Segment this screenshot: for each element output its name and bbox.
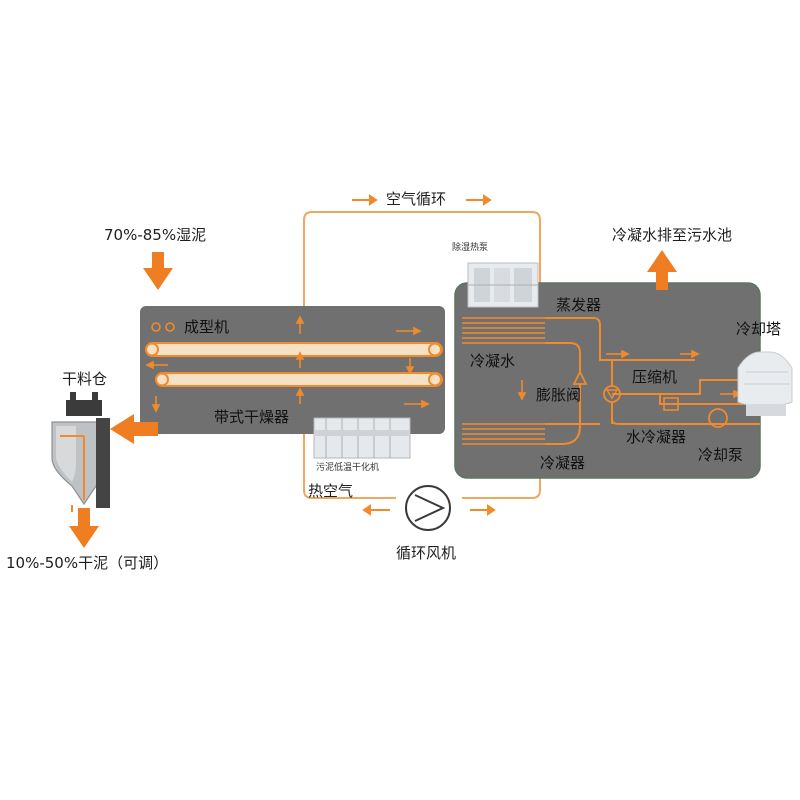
evaporator-coil	[462, 317, 545, 344]
compressor-icon	[603, 385, 621, 403]
cooling-pump-label: 冷却泵	[698, 446, 744, 464]
return-arrow	[470, 504, 496, 516]
water-condenser-icon	[663, 397, 679, 411]
dry-sludge-label: 10%-50%干泥（可调）	[6, 554, 169, 572]
condensate-drain-label: 冷凝水排至污水池	[612, 226, 733, 244]
air-cycle-top-arrows	[352, 194, 492, 206]
evaporator-label: 蒸发器	[556, 296, 602, 314]
cooling-tower-label: 冷却塔	[736, 320, 782, 338]
air-cycle-label: 空气循环	[386, 190, 447, 208]
wet-sludge-label: 70%-85%湿泥	[104, 226, 207, 244]
hot-air-arrow	[362, 504, 390, 516]
forming-machine-label: 成型机	[184, 318, 230, 336]
condenser-coil	[462, 423, 545, 445]
dryer-belts	[145, 342, 443, 387]
water-condenser-label: 水冷凝器	[626, 428, 687, 446]
forming-rollers-icon	[151, 322, 175, 332]
refrigerant-piping	[545, 317, 760, 445]
arrow-down-icon	[143, 252, 173, 290]
valve-icon	[572, 369, 588, 385]
air-cycle-loop	[303, 211, 541, 499]
dry-silo-icon	[51, 392, 110, 512]
arrow-up-icon	[647, 250, 677, 290]
arrow-left-icon	[110, 414, 158, 444]
hot-air-label: 热空气	[308, 482, 354, 500]
piping-arrows	[517, 349, 742, 401]
sludge-dryer-image	[313, 417, 411, 459]
condenser-label: 冷凝器	[540, 454, 586, 472]
arrow-down-icon	[69, 508, 99, 548]
expansion-valve-label: 膨胀阀	[536, 386, 582, 404]
belt-dryer-label: 带式干燥器	[214, 408, 290, 426]
belt-dryer-panel	[140, 306, 445, 434]
condensed-water-label: 冷凝水	[470, 352, 516, 370]
circulation-fan-label: 循环风机	[396, 544, 457, 562]
dry-silo-label: 干料仓	[62, 370, 108, 388]
fan-icon	[405, 485, 451, 531]
cooling-tower-icon	[737, 351, 793, 416]
dryer-airflow-arrows	[145, 315, 430, 413]
compressor-label: 压缩机	[632, 368, 678, 386]
heat-pump-caption: 除湿热泵	[452, 243, 489, 253]
heat-pump-unit-image	[467, 262, 539, 308]
pump-icon	[708, 408, 728, 428]
sludge-dryer-caption: 污泥低温干化机	[316, 463, 380, 473]
